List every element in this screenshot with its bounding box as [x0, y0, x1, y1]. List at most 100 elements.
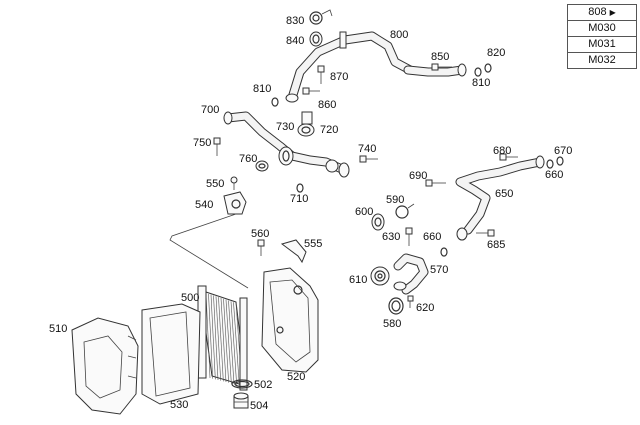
clamp-700-join	[278, 146, 294, 166]
callout-650: 650	[495, 188, 513, 200]
radiator-fin	[220, 297, 227, 383]
housing-520	[261, 267, 319, 373]
radiator-fin	[205, 292, 211, 379]
bolt-750	[213, 137, 221, 156]
radiator-fin	[223, 298, 229, 383]
callout-580: 580	[383, 318, 401, 330]
bolt-850	[431, 63, 452, 71]
callouts: 830 840 800 850 820 810 810 870 860 700 …	[49, 15, 572, 412]
radiator-500	[197, 285, 248, 391]
oring-660a	[546, 159, 554, 169]
play-arrow-icon: ▶	[609, 8, 616, 17]
radiator-fin	[208, 293, 213, 379]
bolt-860	[302, 87, 320, 95]
plug-504	[233, 392, 249, 409]
bolt-620	[407, 295, 414, 308]
callout-810-left: 810	[253, 83, 271, 95]
callout-685: 685	[487, 239, 505, 251]
oring-580	[388, 297, 404, 315]
radiator-fin	[233, 302, 240, 386]
callout-740: 740	[358, 143, 376, 155]
upper-hose-800	[285, 31, 467, 103]
callout-710: 710	[290, 193, 308, 205]
seal-502	[231, 379, 253, 389]
oring-710	[296, 183, 304, 193]
callout-850: 850	[431, 51, 449, 63]
clamp-830	[309, 9, 333, 25]
bolt-560	[257, 239, 265, 256]
callout-860: 860	[318, 99, 336, 111]
ref-link-808-label: 808	[588, 6, 607, 18]
callout-610: 610	[349, 274, 367, 286]
callout-555: 555	[304, 238, 322, 250]
hose-570	[393, 253, 429, 295]
callout-670: 670	[554, 145, 572, 157]
reference-box: 808 ▶ M030 M031 M032	[567, 4, 637, 69]
ref-link-808[interactable]: 808 ▶	[567, 4, 637, 21]
callout-820: 820	[487, 47, 505, 59]
radiator-fin	[210, 294, 216, 380]
callout-570: 570	[430, 264, 448, 276]
oring-820	[484, 63, 492, 73]
bolt-740	[359, 155, 378, 163]
callout-620: 620	[416, 302, 434, 314]
callout-500: 500	[181, 292, 199, 304]
leader-540	[169, 213, 249, 289]
callout-520: 520	[287, 371, 305, 383]
seal-600	[371, 213, 385, 231]
callout-550: 550	[206, 178, 224, 190]
housing-540	[223, 191, 247, 215]
callout-504: 504	[250, 400, 268, 412]
callout-600: 600	[355, 206, 373, 218]
seal-840	[309, 31, 323, 47]
clamp-590	[395, 203, 415, 219]
ref-row-m032: M032	[567, 53, 637, 69]
bolt-870	[317, 65, 325, 84]
callout-680: 680	[493, 145, 511, 157]
radiator-fin	[225, 299, 232, 384]
hose-650	[455, 155, 545, 241]
seal-760	[255, 160, 269, 172]
bolt-685	[476, 229, 495, 237]
callout-700: 700	[201, 104, 219, 116]
callout-830: 830	[286, 15, 304, 27]
radiator-fin	[228, 300, 235, 385]
callout-530: 530	[170, 399, 188, 411]
oring-670	[556, 156, 564, 166]
clamp-720	[297, 123, 315, 137]
callout-540: 540	[195, 199, 213, 211]
oring-810b	[474, 67, 482, 77]
frame-530	[141, 303, 201, 405]
callout-502: 502	[254, 379, 272, 391]
bolt-630	[405, 227, 413, 246]
callout-590: 590	[386, 194, 404, 206]
hose-700	[223, 111, 350, 178]
oring-810a	[271, 97, 279, 107]
shroud-510	[71, 317, 139, 415]
radiator-fin	[213, 295, 219, 381]
bolt-690	[425, 179, 446, 187]
ref-row-m030: M030	[567, 21, 637, 37]
callout-630: 630	[382, 231, 400, 243]
bolt-680	[499, 153, 518, 161]
callout-810-right: 810	[472, 77, 490, 89]
callout-660-right: 660	[545, 169, 563, 181]
callout-690: 690	[409, 170, 427, 182]
callout-720: 720	[320, 124, 338, 136]
callout-760: 760	[239, 153, 257, 165]
callout-870: 870	[330, 71, 348, 83]
callout-560: 560	[251, 228, 269, 240]
oring-660b	[440, 247, 448, 257]
radiator-fin	[218, 297, 224, 382]
callout-840: 840	[286, 35, 304, 47]
callout-800: 800	[390, 29, 408, 41]
ref-row-m031: M031	[567, 37, 637, 53]
bracket-555	[280, 239, 307, 264]
callout-510: 510	[49, 323, 67, 335]
bolt-550	[230, 176, 238, 190]
callout-660-mid: 660	[423, 231, 441, 243]
callout-730: 730	[276, 121, 294, 133]
radiator-fin	[215, 296, 221, 381]
pulley-610	[370, 266, 390, 286]
